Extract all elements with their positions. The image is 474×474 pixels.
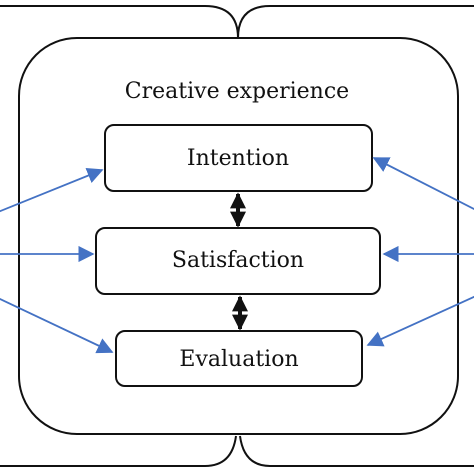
left-outer-bottom: [0, 435, 237, 467]
right-arrow-to-evaluation: [366, 295, 474, 347]
left-arrow-to-evaluation: [0, 297, 114, 354]
right-outer-bottom: [239, 435, 474, 467]
left-outer-shape: [0, 5, 239, 40]
left-arrow-to-intention: [0, 167, 104, 213]
evaluation-box: [115, 330, 363, 387]
satisfaction-box: [95, 227, 381, 295]
intention-box: [104, 124, 373, 192]
node-evaluation: Evaluation: [115, 330, 363, 387]
node-intention: Intention: [104, 124, 373, 192]
container-title: Creative experience: [125, 79, 349, 104]
right-outer-shape: [237, 5, 474, 40]
right-arrow-to-intention: [372, 157, 474, 210]
satisfaction-label: Satisfaction: [172, 248, 304, 273]
evaluation-label: Evaluation: [179, 347, 298, 372]
intention-label: Intention: [187, 146, 289, 171]
node-satisfaction: Satisfaction: [95, 227, 381, 295]
